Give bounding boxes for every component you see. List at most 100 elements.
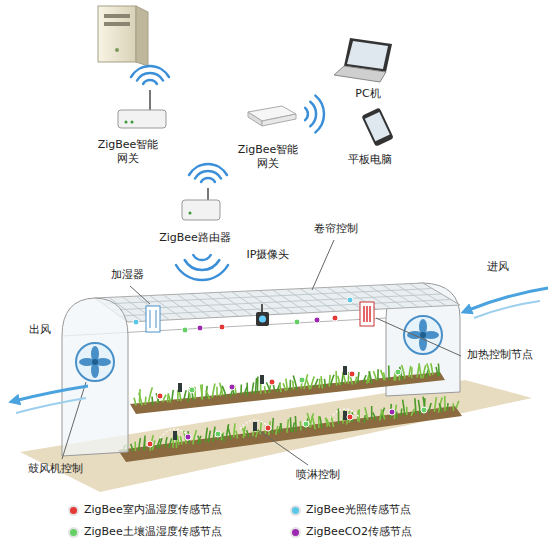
server-slot [104,14,130,18]
plant-blade [151,396,153,405]
label-text: ZigBee智能 网关 [98,138,159,165]
label-text: 卷帘控制 [314,222,358,235]
part-label: ZigBee智能 网关 [98,138,159,167]
laptop-icon [334,38,392,82]
leader-lines [62,240,461,465]
sprinkler-head [165,381,195,392]
plant-blade [175,440,177,448]
label-text: 平板电脑 [348,153,392,166]
wireless-waves [131,66,169,84]
sprinkler-body [260,375,264,384]
plant-blade [201,385,203,400]
plant-blade [139,393,142,406]
plant-blade [222,386,226,397]
plant-blade [145,397,147,405]
wave-arc [310,102,316,127]
plant-blade [373,412,376,420]
plant-blade [193,430,197,445]
plant-blade [363,375,366,382]
legend-swatch [70,507,77,514]
laptop-screen [347,41,388,69]
ip-camera-icon [256,304,269,326]
server-icon [98,6,148,66]
plant-blade [381,409,385,419]
tablet-body [361,107,393,146]
wind-streak [474,301,540,318]
sprinkler-head [247,373,277,384]
sensor-dot [299,377,305,383]
plant-blade [286,379,287,391]
blower-fan [404,316,442,354]
plant-blade [293,376,297,391]
label-text: ZigBee路由器 [159,231,231,244]
heater-element [369,306,371,322]
label-text: 进风 [487,260,509,273]
label-text: ZigBee智能 网关 [238,143,299,170]
plant-blade [338,409,340,425]
soil-bed [118,406,462,462]
tablet-icon [361,107,393,146]
plant-blade [198,436,201,444]
humidifier-body [146,306,160,332]
plant-blade [144,440,146,450]
legend-swatch [70,529,77,536]
plant-blade [456,401,459,409]
plant-blade [312,416,315,430]
plant-blade [396,412,398,419]
gateway-side [248,112,262,126]
plant-blade [368,375,369,383]
plant-blade [236,431,238,439]
wave-arc [201,178,215,182]
plant-blade [252,382,254,393]
wave-arc [143,80,157,84]
gateway-body [118,110,166,128]
sprinkler-body [253,422,257,431]
plant-blade [434,397,436,412]
plant-blade [364,415,365,423]
plant-blade [240,385,242,395]
plant-blade [409,366,411,377]
camera-mount [261,304,263,312]
plant-blade [177,435,179,445]
part-label: 进风 [487,260,509,274]
plant-blade [234,423,235,437]
grid-line [112,294,442,310]
plant-blade [419,363,421,378]
leader-line [130,286,150,304]
plant-blade [406,407,408,415]
plant-blade [144,436,145,451]
plant-blade [290,417,292,431]
plant-blade [280,423,282,431]
plant-blade [289,380,291,391]
plant-blade [131,444,133,451]
sprinkler-head [330,409,360,420]
part-label: ZigBee路由器 [159,231,231,245]
sensor-dot [229,384,235,390]
part-label: PC机 [355,87,380,101]
server-side [136,6,148,66]
sensor-dot [265,425,271,431]
sprinklers [160,364,360,440]
part-label: 鼓风机控制 [28,462,83,476]
part-label: 加湿器 [111,268,144,282]
plant-blade [222,434,224,442]
plant-blade [447,403,449,410]
plant-blade [418,400,420,415]
grid-line [103,289,432,305]
leader-line [376,318,461,356]
label-text: IP摄像头 [247,248,290,261]
sprinkler-body [343,411,347,420]
legend-swatch [292,507,299,514]
humidifier-icon [146,306,160,332]
legend-text: ZigBee土壤温湿度传感节点 [84,525,222,539]
plant-blade [427,363,430,376]
sprinkler-body [173,431,177,440]
plant-blade [216,387,218,397]
legend-text: ZigBeeCO2传感节点 [306,525,412,539]
sensor-dot [269,379,275,385]
heater-element [366,306,368,322]
tablet-screen [365,112,390,141]
leader-line [258,430,308,465]
